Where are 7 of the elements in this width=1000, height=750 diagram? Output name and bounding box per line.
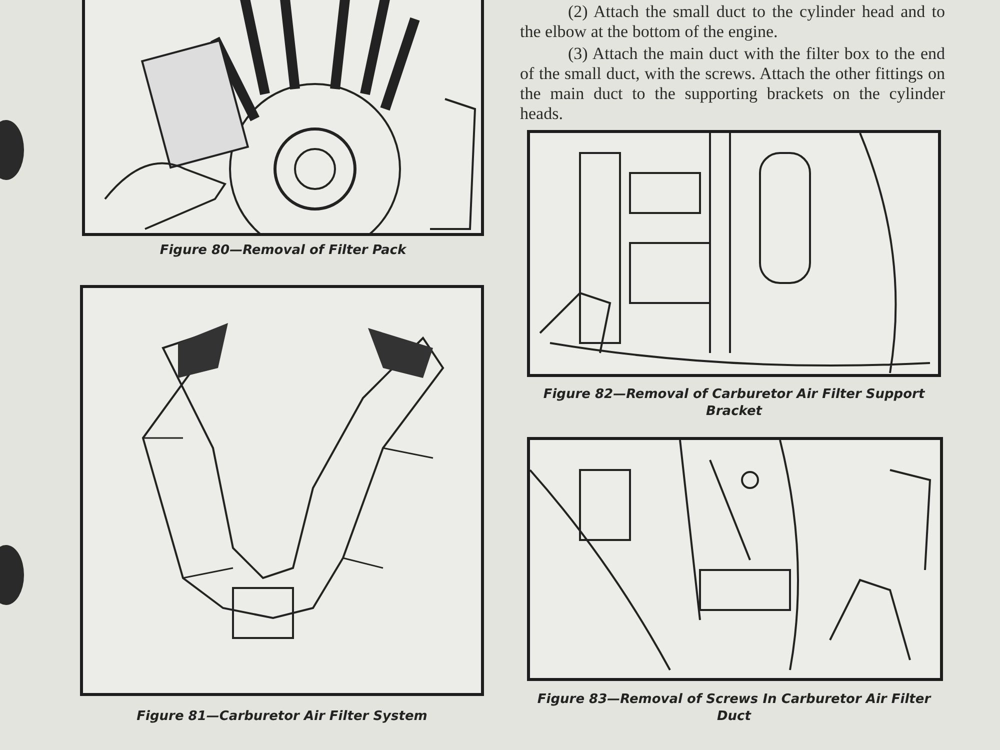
- illustration-panel: [80, 285, 484, 696]
- instruction-paragraph: (3) Attach the main duct with the filter box to the end of the small duct, with the screws. Attach the other fittings on the main duct to the supporting brackets on the cylinder heads.: [520, 44, 945, 124]
- figure-caption: Figure 83—Removal of Screws In Carburetor Air Filter Duct: [536, 691, 932, 725]
- figure-caption: Figure 80—Removal of Filter Pack: [158, 242, 408, 259]
- figure-caption: Figure 81—Carburetor Air Filter System: [136, 708, 428, 725]
- figure-caption: Figure 82—Removal of Carburetor Air Filter Support Bracket: [542, 386, 926, 420]
- instruction-paragraph: (2) Attach the small duct to the cylinder head and to the elbow at the bottom of the engine.: [520, 2, 945, 42]
